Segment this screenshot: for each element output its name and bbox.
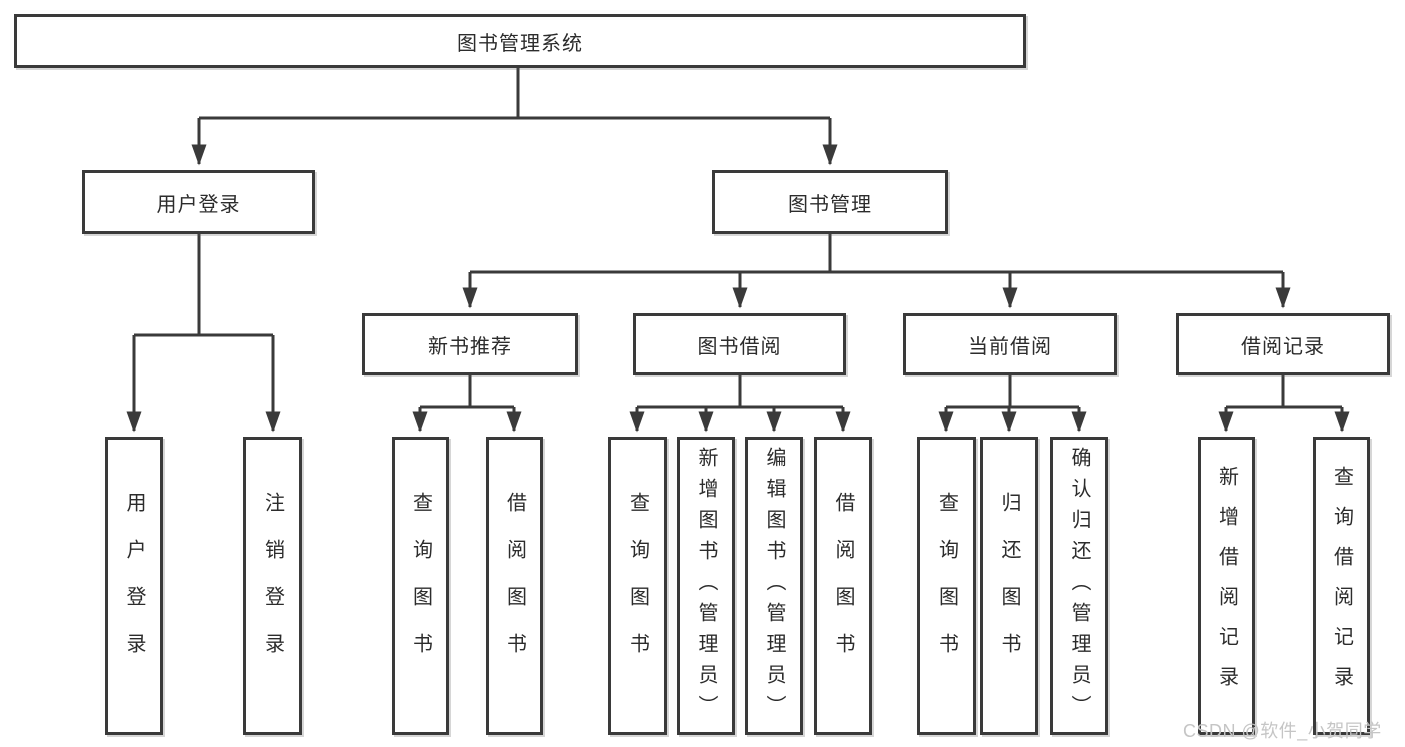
connector-new-book-to-leaves	[412, 375, 522, 433]
leaf-user-login: 用户登录	[105, 437, 163, 735]
leaf-add-book-admin: 新增图书（管理员）	[677, 437, 735, 735]
node-label: 图书管理系统	[457, 32, 583, 55]
leaf-confirm-return-admin: 确认归还（管理员）	[1050, 437, 1108, 735]
leaf-label: 编辑图书（管理员）	[763, 446, 785, 726]
leaf-label: 查询图书	[626, 492, 649, 680]
csdn-watermark: CSDN @软件_小贺同学	[1183, 721, 1382, 741]
leaf-label: 新增借阅记录	[1215, 466, 1238, 706]
connector-root-to-level2	[191, 68, 838, 166]
node-user-login: 用户登录	[82, 170, 315, 234]
leaf-label: 借阅图书	[503, 492, 526, 680]
leaf-query-borrow-record: 查询借阅记录	[1313, 437, 1370, 735]
leaf-label: 新增图书（管理员）	[695, 446, 717, 726]
leaf-label: 查询图书	[935, 492, 958, 680]
node-label: 图书借阅	[697, 335, 782, 358]
leaf-label: 用户登录	[123, 492, 145, 680]
node-label: 图书管理	[788, 193, 872, 216]
node-label: 新书推荐	[428, 335, 512, 358]
leaf-label: 查询借阅记录	[1330, 466, 1353, 706]
leaf-label: 查询图书	[409, 492, 432, 680]
leaf-query-books-current: 查询图书	[917, 437, 976, 735]
node-borrow-records: 借阅记录	[1176, 313, 1390, 375]
node-new-book-recommend: 新书推荐	[362, 313, 578, 375]
leaf-query-books-recommend: 查询图书	[392, 437, 449, 735]
node-book-management: 图书管理	[712, 170, 948, 234]
node-label: 当前借阅	[968, 335, 1052, 358]
connector-user-login-to-leaves	[126, 234, 281, 433]
leaf-label: 归还图书	[998, 492, 1020, 680]
connector-borrow-records-to-leaves	[1218, 375, 1350, 433]
leaf-query-books-borrow: 查询图书	[608, 437, 667, 735]
connector-book-borrow-to-leaves	[629, 375, 851, 433]
leaf-label: 借阅图书	[832, 492, 854, 680]
leaf-edit-book-admin: 编辑图书（管理员）	[745, 437, 803, 735]
leaf-borrow-books: 借阅图书	[814, 437, 872, 735]
node-book-borrow: 图书借阅	[633, 313, 846, 375]
connector-current-borrow-to-leaves	[938, 375, 1087, 433]
leaf-label: 确认归还（管理员）	[1068, 446, 1090, 726]
leaf-return-books: 归还图书	[980, 437, 1038, 735]
node-current-borrow: 当前借阅	[903, 313, 1117, 375]
connector-book-mgmt-to-level3	[462, 234, 1291, 309]
leaf-add-borrow-record: 新增借阅记录	[1198, 437, 1255, 735]
leaf-logout: 注销登录	[243, 437, 302, 735]
leaf-borrow-books-recommend: 借阅图书	[486, 437, 543, 735]
node-label: 借阅记录	[1241, 335, 1325, 358]
node-label: 用户登录	[156, 193, 241, 216]
leaf-label: 注销登录	[261, 492, 284, 680]
node-root-library-system: 图书管理系统	[14, 14, 1026, 68]
